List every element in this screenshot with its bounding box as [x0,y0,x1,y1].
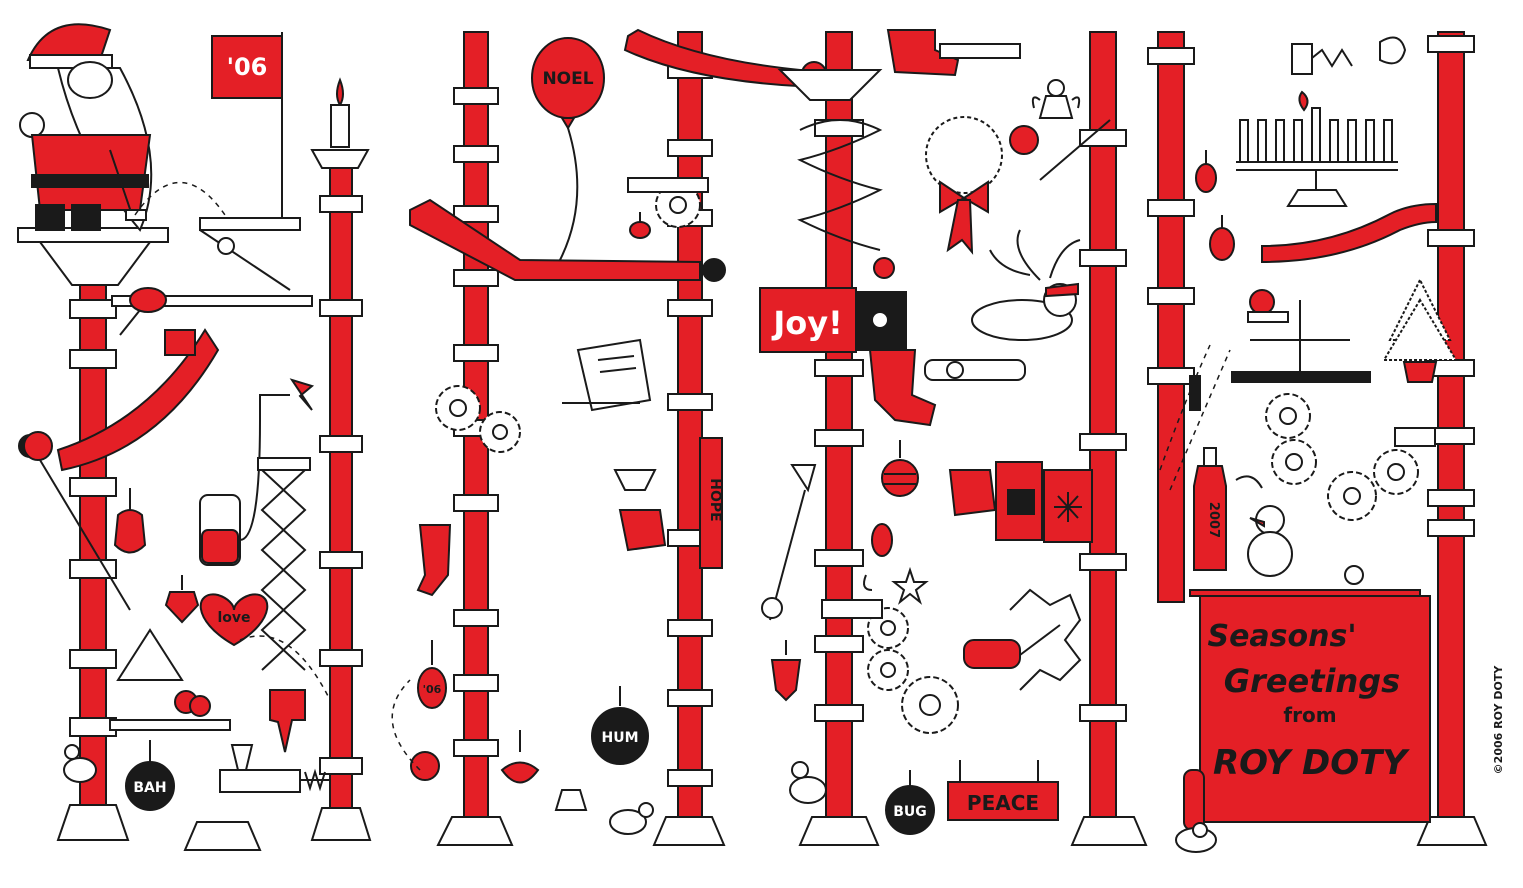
gear-icon [479,411,521,453]
santa-icon [19,23,153,232]
joy-label: Joy! [771,304,842,342]
snowman-icon [1247,505,1293,577]
panel-3: Joy! [759,29,1148,846]
panel-1: '06 [17,23,372,851]
gear-icon [1271,439,1317,485]
glove-icon [948,469,997,517]
heart-label: love [217,610,250,626]
wreath-icon [925,116,1003,255]
ornament-icon [164,575,200,624]
mouse-icon [789,761,827,804]
mouse-icon [1175,822,1217,853]
red-pole [329,167,353,809]
panel-4: 2007 Seasons' Greetings from ROY DOTY ©2… [1147,31,1505,853]
bug-label: BUG [893,804,927,820]
ornament-icon [881,440,919,497]
gear-icon [1373,449,1419,495]
ornament-icon [500,730,540,784]
heart-icon: love [199,593,269,647]
bomb-icon: HUM [591,686,649,765]
balloon-label: NOEL [542,69,593,89]
glove-icon [618,509,667,552]
banner-line-4: ROY DOTY [1213,743,1410,783]
bah-label: BAH [133,780,166,796]
bottle-year-label: 2007 [1206,502,1221,538]
gear-icon [1327,471,1377,521]
bird-icon [119,287,167,336]
copyright-label: ©2006 ROY DOTY [1492,665,1505,775]
ornament-year-label: '06 [423,683,442,696]
red-pole [825,31,853,818]
mouse-icon [63,744,97,783]
red-pole [1157,31,1185,603]
bottle-icon: 2007 [1193,447,1227,571]
flag-label: '06 [227,53,268,81]
stocking-icon [868,349,937,427]
peace-label: PEACE [967,791,1039,815]
gear-icon [435,385,481,431]
red-pole [1089,31,1117,818]
banner-cloth [1199,595,1431,823]
reindeer-icon [971,229,1081,341]
joy-sign: Joy! [759,287,907,353]
ornament-icon [1195,150,1217,193]
balloon-icon: NOEL [531,37,605,261]
hope-label: HOPE [707,478,723,521]
christmas-tree-icon [1382,277,1458,383]
ornament-icon: '06 [417,640,447,709]
bomb-icon: BUG [885,770,935,835]
ornament-icon [1209,215,1235,261]
menorah-icon [1236,90,1398,207]
ornament-icon [113,488,147,554]
gear-icon [867,649,909,691]
peace-sign: PEACE [947,760,1059,821]
candle-icon [310,77,370,169]
gear-icon [1265,393,1311,439]
mouse-icon [609,802,654,835]
seasons-greetings-banner: Seasons' Greetings from ROY DOTY [1183,589,1431,831]
gear-icon [901,676,959,734]
flag-icon: '06 [211,32,283,225]
gear-icon [655,182,701,228]
bird-icon [871,523,893,557]
angel-icon [1031,79,1081,119]
hope-banner: HOPE [699,437,723,569]
star-icon [891,566,929,605]
ornament-icon [770,640,802,702]
glove-icon [269,689,306,753]
red-pole [677,31,703,818]
banner-line-2: Greetings [1224,662,1400,700]
bomb-icon: BAH [125,740,175,811]
panel-2: NOEL [391,28,827,846]
snowflake-icon [1054,492,1082,522]
banner-line-3: from [1283,703,1336,727]
ornament-icon [629,212,651,239]
red-pole [1437,31,1465,818]
hum-label: HUM [601,730,638,746]
banner-line-1: Seasons' [1207,619,1356,654]
